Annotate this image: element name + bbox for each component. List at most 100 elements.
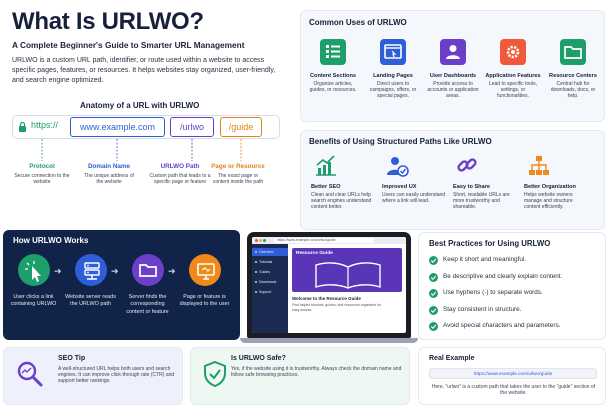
server-icon xyxy=(74,254,107,286)
benefit-desc: Helps website owners manage and structur… xyxy=(524,192,573,211)
browser-toolbar: https://www.example.com/urlwo/guide xyxy=(252,237,406,244)
landing-page-icon xyxy=(380,39,406,65)
user-icon xyxy=(440,39,466,65)
sidebar-nav-item[interactable]: Support xyxy=(252,288,288,296)
browser-minimize-dot xyxy=(259,239,262,242)
anatomy-item-protocol: Protocol Secure connection to the websit… xyxy=(10,163,74,185)
chart-up-icon xyxy=(313,153,339,179)
url-part-protocol: https:// xyxy=(31,120,59,130)
use-label: Content Sections xyxy=(310,73,356,79)
intro-description: URLWO is a custom URL path, identifier, … xyxy=(12,57,276,84)
safety-desc: Yes, if the website using it is trustwor… xyxy=(231,366,402,379)
benefit-desc: Clean and clear URLs help search engines… xyxy=(311,192,372,211)
anatomy-connectors xyxy=(41,139,242,161)
user-check-icon xyxy=(384,153,410,179)
sidebar-nav-item[interactable]: Downloads xyxy=(252,278,288,286)
use-label: User Dashboards xyxy=(429,73,477,79)
url-bar xyxy=(12,115,280,139)
use-desc: Central hub for downloads, docs, or help… xyxy=(550,81,596,100)
browser-maximize-dot xyxy=(263,239,266,242)
nav-dot-icon xyxy=(255,291,257,293)
work-step: Server finds the corresponding content o… xyxy=(120,254,175,316)
seo-tip-desc: A well-structured URL helps both users a… xyxy=(58,366,175,385)
browser-close-dot xyxy=(255,239,258,242)
practice-item: Use hyphens (-) to separate words. xyxy=(429,288,599,300)
sidebar-nav-item[interactable]: Overview xyxy=(252,248,288,256)
list-icon xyxy=(320,39,346,65)
anatomy-desc: The unique address of the website xyxy=(84,173,134,186)
sidebar-nav-item[interactable]: Tutorials xyxy=(252,258,288,266)
folder-icon xyxy=(131,254,164,286)
browser-address-bar[interactable]: https://www.example.com/urlwo/guide xyxy=(274,238,374,243)
safety-title: Is URLWO Safe? xyxy=(231,355,286,362)
best-practices-title: Best Practices for Using URLWO xyxy=(429,239,551,248)
anatomy-label: URLWO Path xyxy=(160,163,200,170)
anatomy-desc: Secure connection to the website xyxy=(14,173,70,186)
arrow-right-icon: ➜ xyxy=(111,266,119,276)
work-step: User clicks a link containing URLWO xyxy=(6,254,61,309)
sidebar-nav-label: Support xyxy=(259,290,272,294)
anatomy-desc: The exact page or content inside the pat… xyxy=(212,173,264,186)
use-label: Resource Centers xyxy=(549,73,597,79)
check-circle-icon xyxy=(429,305,438,315)
practice-text: Keep it short and meaningful. xyxy=(443,256,527,263)
monitor-icon xyxy=(188,254,221,286)
use-desc: Lead to specific tools, settings, or fun… xyxy=(488,81,538,100)
welcome-desc: Find helpful tutorials, guides, and reso… xyxy=(292,303,382,312)
sitemap-icon xyxy=(526,153,552,179)
anatomy-item-domain: Domain Name The unique address of the we… xyxy=(80,163,138,185)
shield-check-icon xyxy=(203,360,227,388)
gear-icon xyxy=(500,39,526,65)
book-icon xyxy=(308,261,388,289)
work-step-desc: Website server reads the URLWO path xyxy=(65,294,116,308)
benefits-panel: Benefits of Using Structured Paths Like … xyxy=(300,130,605,230)
example-url: https://www.example.com/urlwo/guide xyxy=(429,368,597,379)
anatomy-title: Anatomy of a URL with URLWO xyxy=(80,101,200,110)
sidebar-nav-label: Overview xyxy=(259,250,274,254)
use-desc: Organize articles, guides, or resources. xyxy=(309,81,357,94)
use-label: Landing Pages xyxy=(373,73,413,79)
use-label: Application Features xyxy=(485,73,541,79)
link-icon xyxy=(455,153,481,179)
practice-item: Keep it short and meaningful. xyxy=(429,255,599,267)
anatomy-desc: Custom path that leads to a specific pag… xyxy=(149,173,211,186)
url-part-path: /urlwo xyxy=(170,117,214,137)
check-circle-icon xyxy=(429,272,438,282)
work-step-desc: Page or feature is displayed to the user xyxy=(179,294,230,308)
sidebar-nav-label: Downloads xyxy=(259,280,277,284)
seo-search-icon xyxy=(16,360,44,388)
work-step: Website server reads the URLWO path xyxy=(63,254,118,309)
anatomy-item-path: URLWO Path Custom path that leads to a s… xyxy=(148,163,212,185)
arrow-right-icon: ➜ xyxy=(168,266,176,276)
nav-dot-icon xyxy=(255,261,257,263)
practice-item: Avoid special characters and parameters. xyxy=(429,321,599,333)
how-it-works-panel: How URLWO Works User clicks a link conta… xyxy=(3,230,240,340)
benefit-label: Better Organization xyxy=(524,184,576,190)
sidebar-nav-label: Tutorials xyxy=(259,260,273,264)
best-practices-panel: Best Practices for Using URLWO Keep it s… xyxy=(418,232,606,340)
anatomy-label: Protocol xyxy=(29,163,55,170)
sidebar-nav-item[interactable]: Guides xyxy=(252,268,288,276)
benefit-desc: Short, readable URLs are more trustworth… xyxy=(453,192,510,211)
work-step: Page or feature is displayed to the user xyxy=(177,254,232,309)
practice-text: Use hyphens (-) to separate words. xyxy=(443,289,543,296)
use-desc: Provide access to accounts or applicatio… xyxy=(427,81,479,100)
real-example-title: Real Example xyxy=(429,355,475,362)
folder-icon xyxy=(560,39,586,65)
check-circle-icon xyxy=(429,322,438,331)
practice-text: Be descriptive and clearly explain conte… xyxy=(443,272,563,280)
practice-item: Stay consistent in structure. xyxy=(429,305,599,317)
laptop-display: https://www.example.com/urlwo/guide Over… xyxy=(252,237,406,333)
practice-text: Avoid special characters and parameters. xyxy=(443,322,561,329)
